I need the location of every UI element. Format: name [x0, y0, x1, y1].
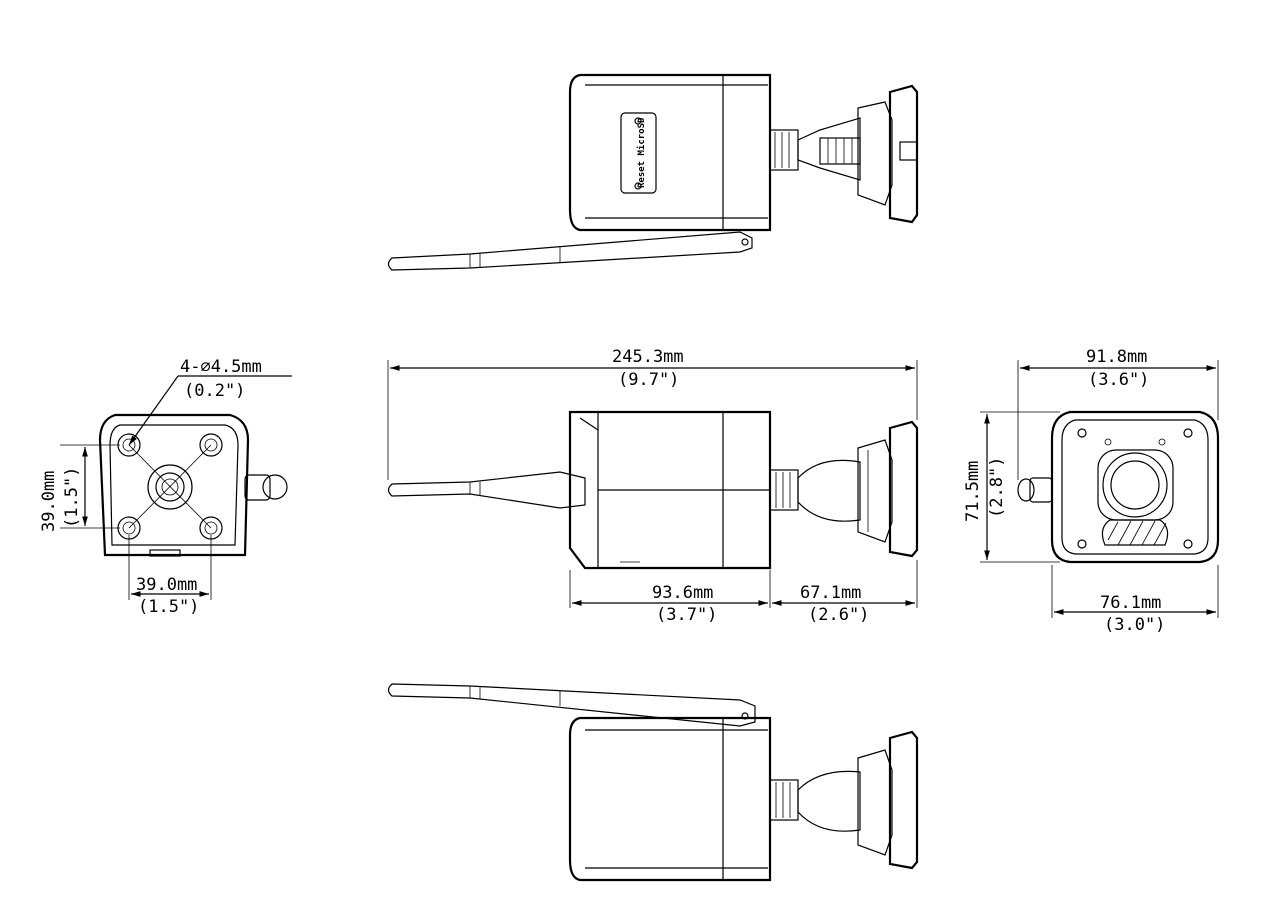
front-width-mm: 91.8mm [1086, 347, 1147, 367]
front-height-in: (2.8") [987, 457, 1007, 518]
mount-holes-dim: 4-∅4.5mm (0.2") [128, 357, 292, 446]
top-view: Reset MicroSD [387, 73, 919, 271]
front-height-dim: 71.5mm (2.8") [963, 411, 1060, 563]
side-view [387, 410, 919, 570]
base-height-dim: 39.0mm (1.5") [39, 444, 120, 532]
sd-slot-label: Reset MicroSD [636, 117, 647, 188]
bottom-view [387, 683, 919, 882]
mount-length-mm: 67.1mm [800, 583, 861, 603]
rear-mount-view [98, 413, 288, 557]
mount-holes-label: 4-∅4.5mm [180, 357, 262, 377]
body-length-mm: 93.6mm [652, 583, 713, 603]
front-width-dim: 91.8mm (3.6") [1017, 347, 1219, 480]
total-length-mm: 245.3mm [612, 347, 684, 367]
front-height-mm: 71.5mm [963, 461, 983, 522]
base-height-mm: 39.0mm [39, 471, 59, 532]
front-inner-width-in: (3.0") [1104, 615, 1165, 635]
body-length-in: (3.7") [656, 605, 717, 625]
body-length-dim: 93.6mm (3.7") 67.1mm (2.6") [569, 560, 918, 625]
base-width-in: (1.5") [138, 597, 199, 617]
front-width-in: (3.6") [1088, 370, 1149, 390]
mount-length-in: (2.6") [808, 605, 869, 625]
front-lens-view [1017, 410, 1220, 564]
front-inner-width-dim: 76.1mm (3.0") [1051, 565, 1219, 635]
mount-holes-in: (0.2") [184, 381, 245, 401]
total-length-dim: 245.3mm (9.7") [387, 347, 918, 480]
base-height-in: (1.5") [62, 467, 82, 528]
base-width-mm: 39.0mm [136, 575, 197, 595]
total-length-in: (9.7") [618, 370, 679, 390]
front-inner-width-mm: 76.1mm [1100, 593, 1161, 613]
base-width-dim: 39.0mm (1.5") [128, 535, 212, 617]
